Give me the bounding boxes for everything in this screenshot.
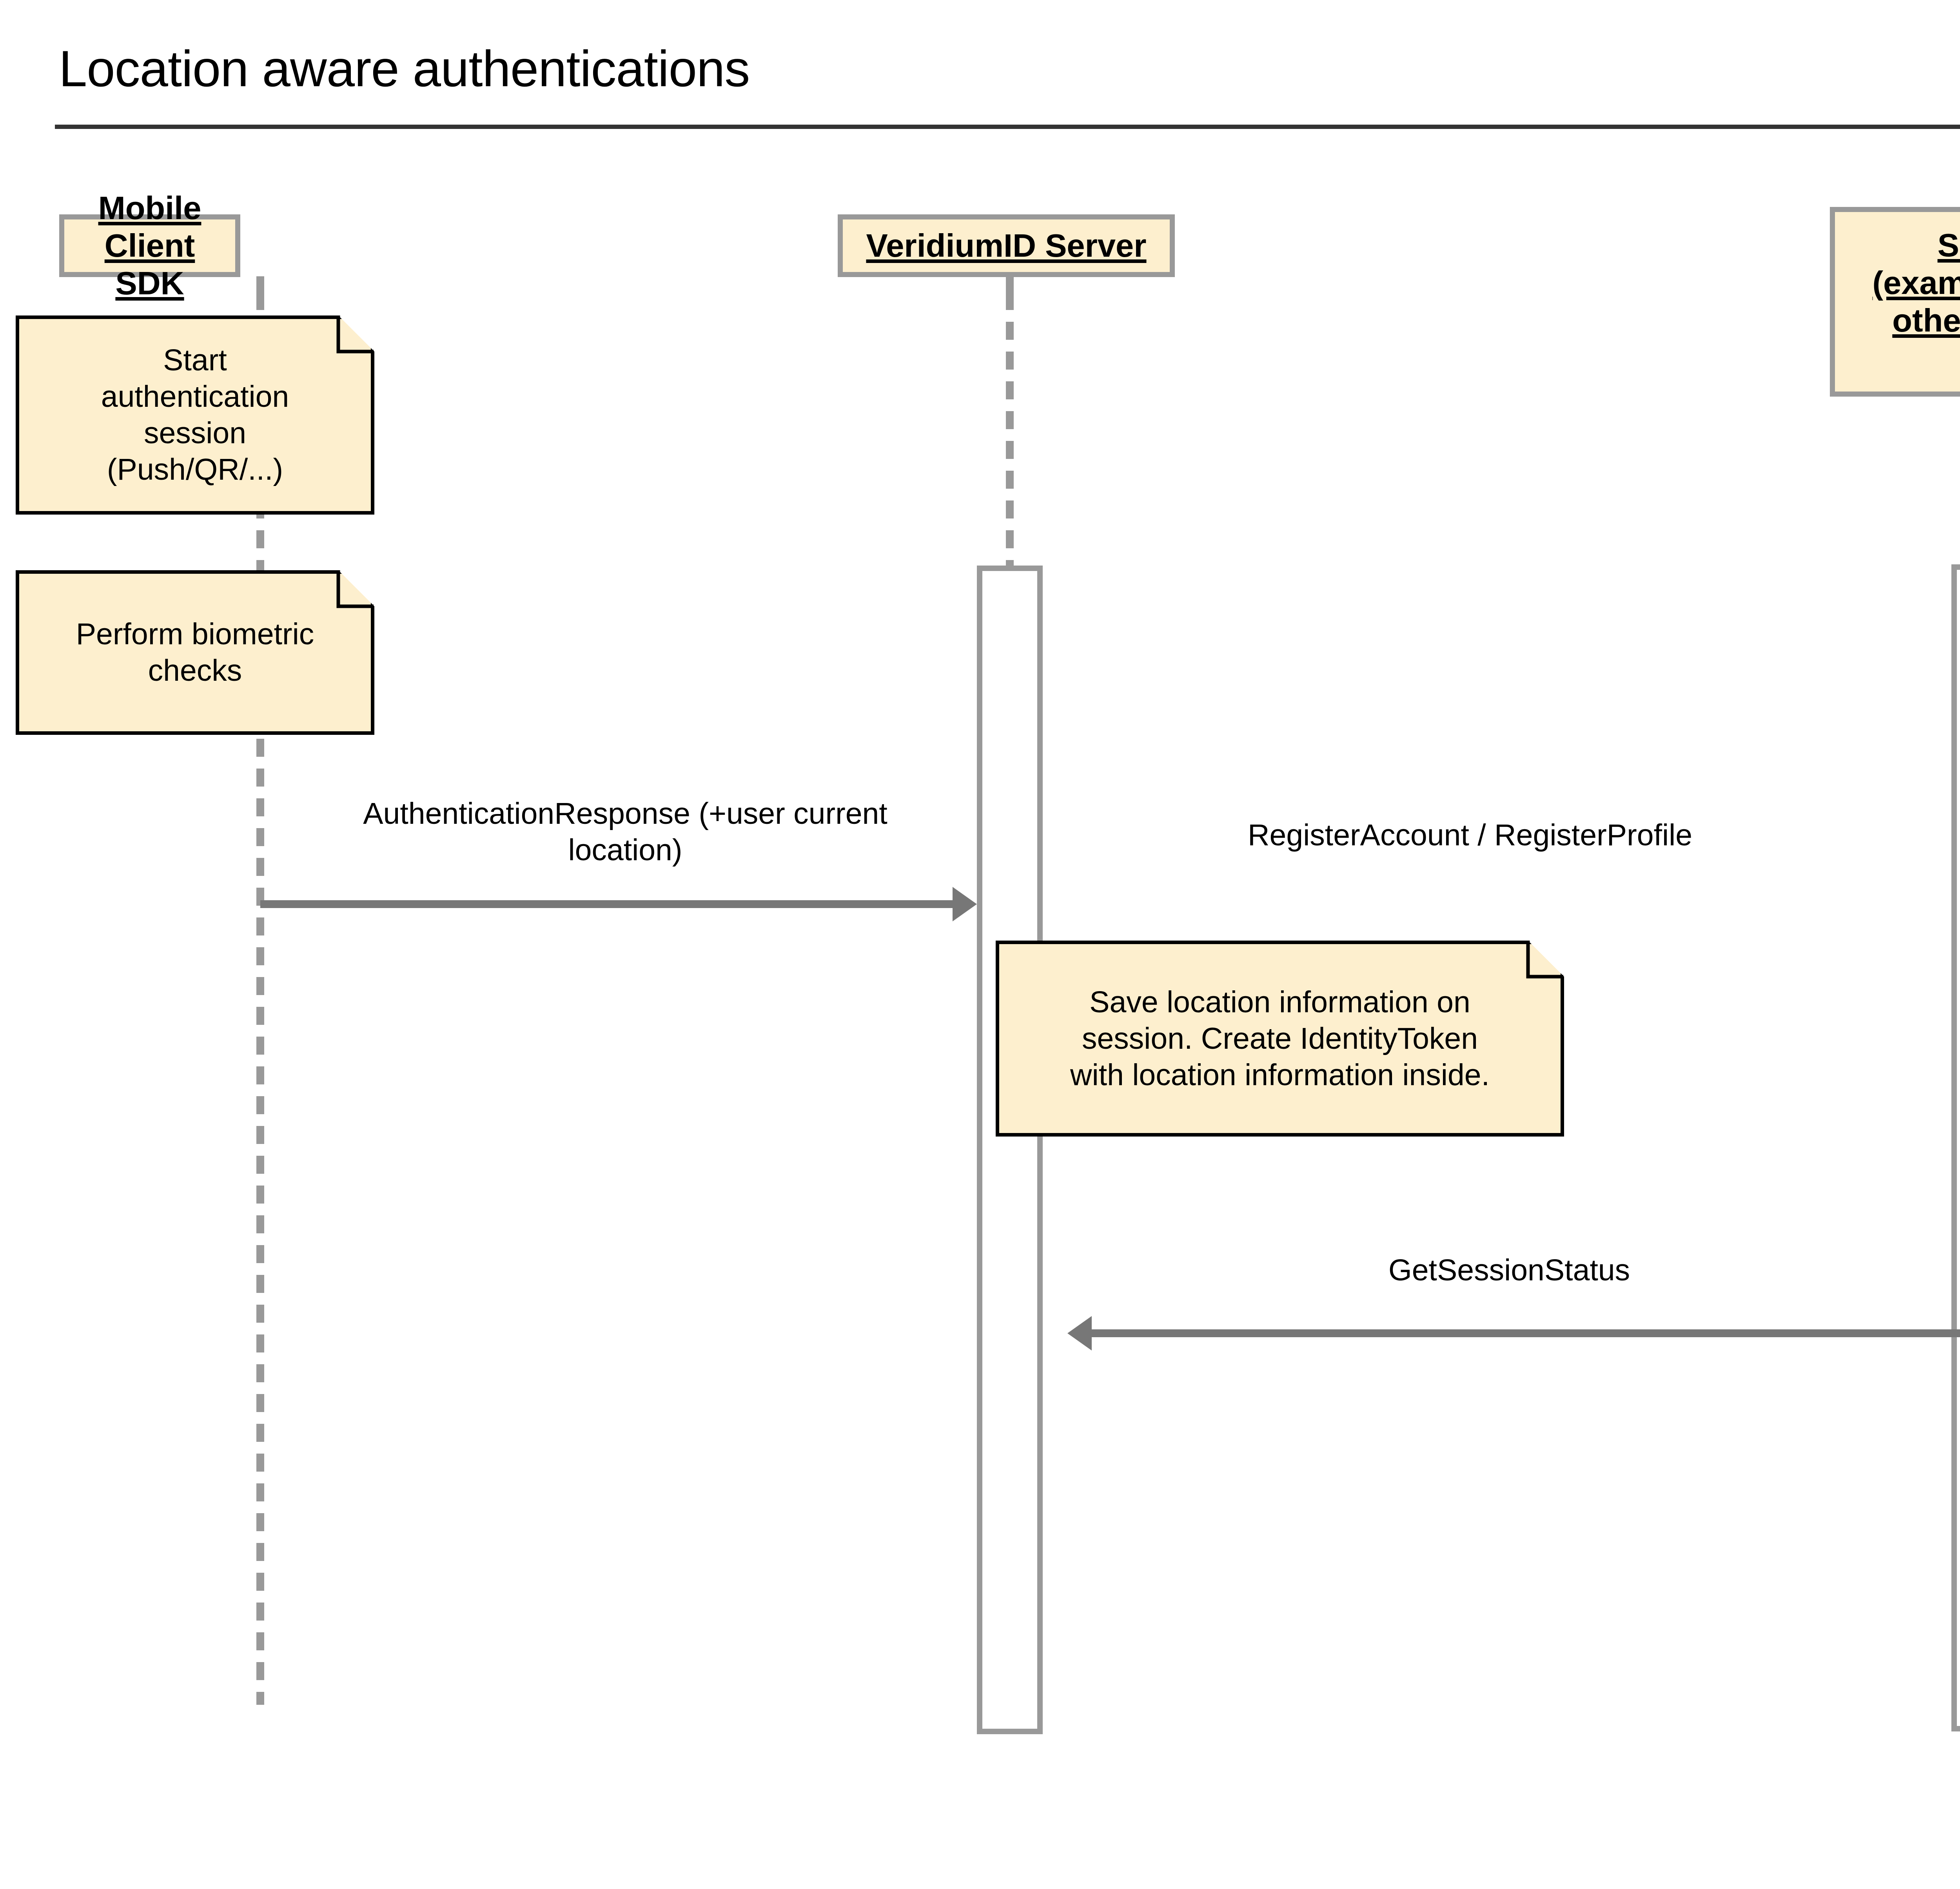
note-text-save-location-information: Save location information on session. Cr…: [1070, 985, 1490, 1092]
note-body: [996, 941, 1564, 1137]
message-arrowhead-get-session-status: [1067, 1316, 1092, 1351]
note-fold-icon: [336, 315, 374, 354]
note-perform-biometric-checks: Perform biometric checks: [16, 570, 374, 735]
page-title: Location aware authentications: [59, 40, 750, 97]
note-body: [16, 315, 374, 515]
participant-shibboleth[interactable]: Shibboleth (example. Could be other inte…: [1830, 207, 1960, 397]
participant-veridiumid-server[interactable]: VeridiumID Server: [838, 214, 1175, 277]
note-text-start-authentication-session: Start authentication session (Push/QR/..…: [101, 343, 289, 486]
message-line-get-session-status: [1092, 1329, 1960, 1337]
message-arrowhead-authentication-response: [953, 887, 977, 921]
participant-label-shibboleth: Shibboleth (example. Could be other inte…: [1872, 227, 1960, 339]
note-save-location-information: Save location information on session. Cr…: [996, 941, 1564, 1137]
message-line-authentication-response: [260, 900, 953, 908]
note-fold-icon: [336, 570, 374, 608]
participant-label-veridiumid-server: VeridiumID Server: [866, 227, 1147, 264]
note-body: [16, 570, 374, 735]
message-label-register-account-register-profile: RegisterAccount / RegisterProfile: [1247, 818, 1693, 852]
activation-bar-shibboleth: [1951, 564, 1960, 1731]
note-text-perform-biometric-checks: Perform biometric checks: [76, 617, 314, 687]
note-fold-icon: [1526, 941, 1563, 979]
note-start-authentication-session: Start authentication session (Push/QR/..…: [16, 315, 374, 515]
lifeline-stub-mobile-client-sdk: [256, 276, 264, 292]
message-label-authentication-response: AuthenticationResponse (+user current lo…: [363, 797, 887, 867]
message-label-get-session-status: GetSessionStatus: [1388, 1253, 1630, 1287]
participant-label-mobile-client-sdk: Mobile Client SDK: [98, 190, 201, 301]
lifeline-veridiumid-server: [1006, 292, 1014, 566]
title-divider: [55, 125, 1960, 129]
participant-mobile-client-sdk[interactable]: Mobile Client SDK: [59, 190, 240, 301]
lifeline-stub-veridiumid-server: [1006, 276, 1014, 292]
activation-bar-veridiumid-server: [977, 566, 1043, 1734]
